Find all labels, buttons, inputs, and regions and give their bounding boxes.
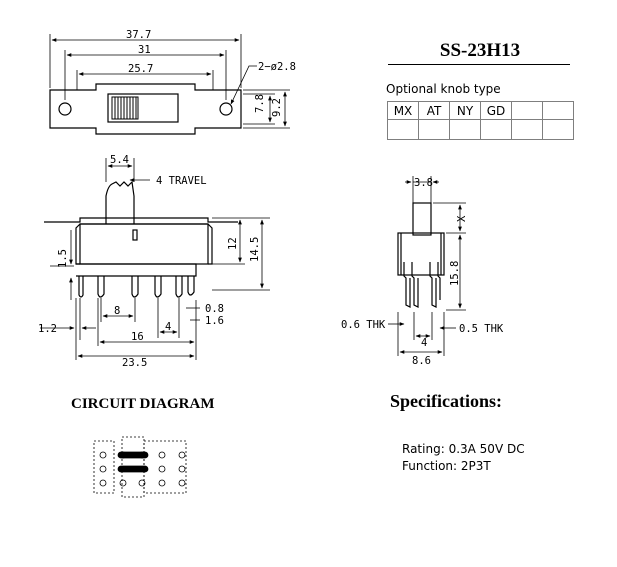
knob-option: AT xyxy=(418,101,450,120)
slot xyxy=(107,93,179,123)
housing-body xyxy=(79,223,209,265)
dim-label: 5.4 xyxy=(110,154,129,166)
detent-mark xyxy=(132,229,138,241)
dim-label: 14.5 xyxy=(249,237,261,262)
dim-label: 1.5 xyxy=(57,249,69,268)
knob-top xyxy=(111,96,139,120)
terminal-pins xyxy=(78,276,195,298)
housing-side xyxy=(397,232,445,276)
dim-label: 0.6 THK xyxy=(341,319,386,331)
model-title: SS-23H13 xyxy=(439,40,521,61)
function-value: 2P3T xyxy=(460,459,491,473)
function-line: Function: 2P3T xyxy=(402,459,491,473)
function-label: Function: xyxy=(402,459,458,473)
front-view xyxy=(40,158,270,360)
dim-label: 12 xyxy=(227,237,239,250)
dim-label: 4 xyxy=(421,337,427,349)
travel-label: 4 TRAVEL xyxy=(156,175,207,187)
dim-label: X xyxy=(456,215,468,222)
specifications-title: Specifications: xyxy=(390,391,502,411)
side-view xyxy=(388,176,466,356)
knob-type-table: MX AT NY GD xyxy=(387,101,574,140)
dim-label: 8 xyxy=(114,305,120,317)
dim-label: 1.6 xyxy=(205,315,224,327)
dim-label: 31 xyxy=(138,44,151,56)
dim-label: 37.7 xyxy=(126,29,151,41)
dim-label: 2−ø2.8 xyxy=(258,61,296,73)
rating-line: Rating: 0.3A 50V DC xyxy=(402,442,525,456)
dim-label: 7.8 xyxy=(254,94,266,113)
circuit-diagram-title: CIRCUIT DIAGRAM xyxy=(71,396,215,412)
dim-label: 3.8 xyxy=(414,177,433,189)
dim-label: 0.8 xyxy=(205,303,224,315)
title-underline xyxy=(388,64,570,65)
rating-value: 0.3A 50V DC xyxy=(448,442,525,456)
dim-label: 0.5 THK xyxy=(459,323,504,335)
side-terminals xyxy=(403,262,441,308)
dim-label: 15.8 xyxy=(449,261,461,286)
knob-side xyxy=(105,180,135,224)
dim-label: 4 xyxy=(165,321,171,333)
mounting-hole xyxy=(219,102,233,116)
dim-label: 23.5 xyxy=(122,357,147,369)
frame-plate xyxy=(49,83,242,135)
rating-label: Rating: xyxy=(402,442,445,456)
dim-label: 16 xyxy=(131,331,144,343)
contact-bar xyxy=(117,465,149,473)
contact-bar xyxy=(117,451,149,459)
dim-label: 9.2 xyxy=(271,98,283,117)
top-view xyxy=(49,34,290,135)
dim-label: 8.6 xyxy=(412,355,431,367)
circuit-diagram xyxy=(93,436,187,498)
knob-type-label: Optional knob type xyxy=(386,82,501,96)
knob-cell xyxy=(542,119,574,140)
mounting-hole xyxy=(58,102,72,116)
knob-side-profile xyxy=(412,202,432,236)
dim-label: 1.2 xyxy=(38,323,57,335)
dim-label: 25.7 xyxy=(128,63,153,75)
